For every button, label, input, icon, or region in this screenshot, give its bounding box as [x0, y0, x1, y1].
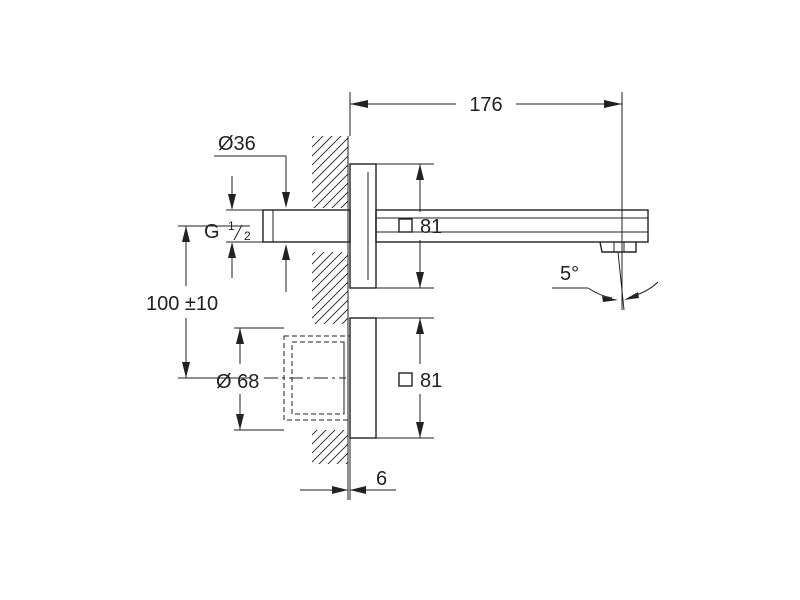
dimension-dia-36: Ø36 [214, 133, 290, 292]
spout [375, 209, 649, 253]
lower-handle-plate [264, 317, 377, 439]
dimension-dia-36-label: Ø36 [218, 133, 256, 155]
upper-rosette-plate [349, 163, 377, 289]
dimension-100-label: 100 ±10 [146, 293, 218, 315]
dimension-square-81-top: 81 [376, 163, 442, 289]
square-symbol-icon [398, 218, 413, 233]
square-81-bottom-label: 81 [420, 370, 442, 392]
thread-label-g: G [204, 221, 220, 243]
dimension-100: 100 ±10 [146, 225, 250, 379]
dimension-square-81-bottom: 81 [376, 317, 442, 439]
dimension-dia-68: Ø 68 [216, 327, 284, 431]
dimension-6: 6 [300, 438, 396, 500]
dimension-dia-68-label: Ø 68 [216, 371, 259, 393]
square-81-top-label: 81 [420, 216, 442, 238]
dimension-angle-5: 5° [552, 251, 659, 311]
thread-connection [262, 209, 351, 243]
dimension-6-label: 6 [376, 468, 387, 490]
dimension-176-label: 176 [469, 94, 502, 116]
dimension-176: 176 [349, 92, 623, 310]
square-symbol-icon [398, 372, 413, 387]
thread-label-denominator: 2 [244, 229, 251, 243]
angle-5-label: 5° [560, 263, 579, 285]
wall-hatching [312, 136, 349, 464]
thread-dimension: G 1 2 [204, 176, 263, 278]
